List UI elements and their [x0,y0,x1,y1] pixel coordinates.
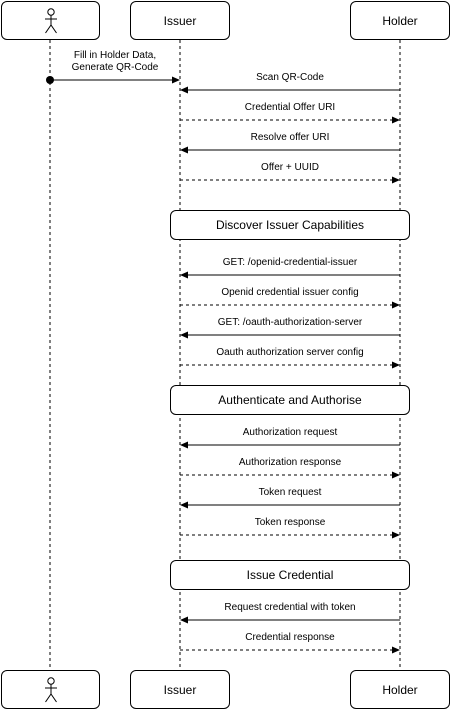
message-label-13: Token response [254,517,326,528]
holder-label: Holder [382,13,418,28]
holder-box-top: Holder [350,1,450,40]
user-actor-box-top [1,1,100,40]
issuer-label: Issuer [163,13,197,28]
issuer-box-bottom: Issuer [130,670,230,709]
message-label-10: Authorization request [242,427,338,438]
message-label-12: Token request [258,487,322,498]
holder-label: Holder [382,682,418,697]
message-label-14: Request credential with token [224,602,356,613]
message-label-4: Resolve offer URI [250,132,330,143]
issuer-label: Issuer [163,682,197,697]
message-label-9: Oauth authorization server config [216,347,364,358]
user-actor-box-bottom [1,670,100,709]
user-actor-icon [44,7,57,33]
message-label-15: Credential response [245,632,335,643]
message-label-6: GET: /openid-credential-issuer [222,257,358,268]
issuer-box-top: Issuer [130,1,230,40]
holder-box-bottom: Holder [350,670,450,709]
message-label-11: Authorization response [238,457,342,468]
note-discover-capabilities: Discover Issuer Capabilities [170,210,410,240]
user-actor-icon [44,676,57,702]
message-label-1: Fill in Holder Data,Generate QR-Code [71,50,159,73]
note-authenticate-authorise: Authenticate and Authorise [170,385,410,415]
message-label-5: Offer + UUID [261,162,319,173]
message-label-8: GET: /oauth-authorization-server [217,317,363,328]
message-label-3: Credential Offer URI [244,102,336,113]
message-label-2: Scan QR-Code [256,72,324,83]
note-issue-credential: Issue Credential [170,560,410,590]
message-label-7: Openid credential issuer config [221,287,359,298]
message-start-dot [46,76,54,84]
